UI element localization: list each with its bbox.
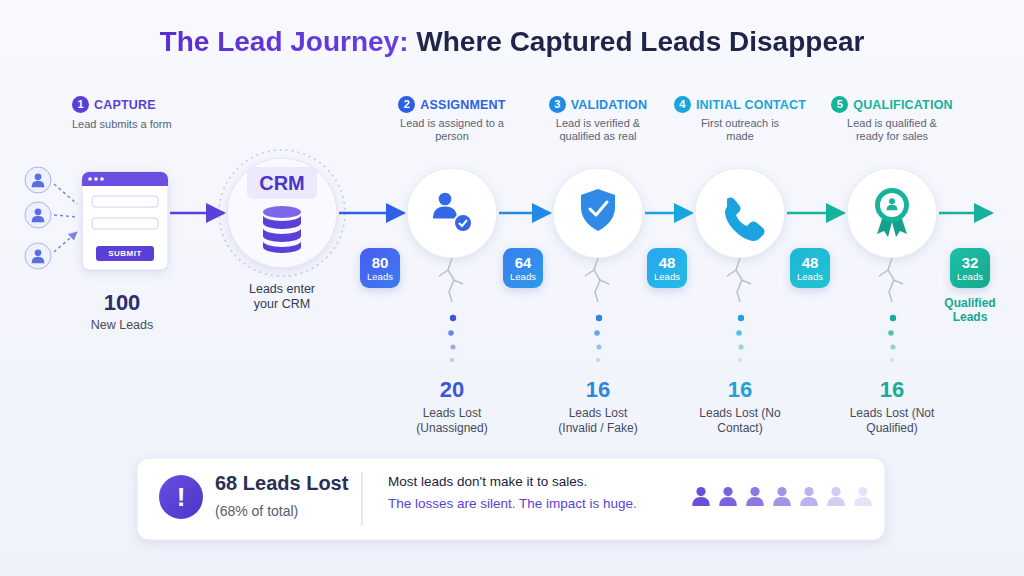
summary-panel-art — [137, 458, 885, 540]
step-description: Lead is assigned to a person — [397, 117, 507, 143]
loss-count: 100 — [62, 290, 182, 315]
crm-circle: CRM — [227, 158, 337, 268]
badge-count: 64 — [515, 255, 532, 271]
flow-arrow — [499, 212, 550, 215]
step-description: First outreach is made — [699, 117, 781, 143]
step-heading: 5 QUALIFICATION — [812, 96, 972, 113]
badge-unit: Leads — [654, 271, 680, 282]
summary-emphasis: The losses are silent. The impact is hug… — [388, 496, 637, 511]
step-number: 4 — [674, 96, 691, 113]
node-crm: CRM Leads enter your CRM — [227, 158, 337, 323]
step-number: 2 — [398, 96, 415, 113]
step-circle — [695, 168, 785, 258]
step-heading: 2 ASSIGNMENT — [372, 96, 532, 113]
summary-subtext: (68% of total) — [215, 503, 298, 519]
step-title: QUALIFICATION — [853, 98, 953, 112]
step-number: 5 — [831, 96, 848, 113]
count-badge: 80Leads — [360, 248, 400, 288]
step-description: Lead is verified & qualified as real — [543, 117, 653, 143]
node-badge: 64Leads — [497, 248, 549, 288]
step-number: 3 — [549, 96, 566, 113]
step-heading: 1 CAPTURE — [72, 96, 212, 113]
node-badge: 48Leads — [784, 248, 836, 288]
crm-database — [219, 150, 345, 276]
step-description: Lead submits a form — [72, 118, 212, 130]
phone-icon — [725, 198, 764, 241]
step-circles — [407, 168, 937, 258]
title-area: The Lead Journey: Where Captured Leads D… — [0, 26, 1024, 58]
assign-icon — [433, 193, 472, 232]
node-step: 5 QUALIFICATION Lead is qualified & ready … — [812, 96, 972, 258]
loss-count: 20 — [402, 377, 502, 402]
count-badge: 48Leads — [647, 248, 687, 288]
node-step: 2 ASSIGNMENT Lead is assigned to a person — [372, 96, 532, 258]
loss-caption: Leads Lost (No Contact) — [690, 406, 790, 436]
step-description: Lead is qualified & ready for sales — [837, 117, 947, 143]
node-badge: 48Leads — [641, 248, 693, 288]
loss-count: 16 — [690, 377, 790, 402]
summary-heading: 68 Leads Lost — [215, 472, 348, 495]
count-badge: 32Leads — [950, 248, 990, 288]
summary-note: Most leads don't make it to sales. — [388, 474, 587, 489]
loss-caption: New Leads — [62, 318, 182, 334]
loss-caption: Leads Lost (Unassigned) — [402, 406, 502, 436]
badge-count: 80 — [372, 255, 389, 271]
loss-count: 16 — [548, 377, 648, 402]
submit-button: SUBMIT — [96, 246, 154, 261]
step-circle — [407, 168, 497, 258]
loss-count: 16 — [842, 377, 942, 402]
flow-arrow — [170, 212, 224, 215]
crm-label: CRM — [247, 167, 317, 199]
award-icon — [875, 188, 909, 237]
node-step: 3 VALIDATION Lead is verified & qualified … — [518, 96, 678, 258]
leak-dots — [448, 315, 896, 362]
count-badge: 48Leads — [790, 248, 830, 288]
step-number: 1 — [72, 96, 89, 113]
step-title: ASSIGNMENT — [420, 98, 505, 112]
badge-count: 32 — [962, 255, 979, 271]
user-icons — [25, 167, 77, 269]
flow-arrow — [787, 212, 844, 215]
alert-mark: ! — [159, 475, 203, 519]
badge-unit: Leads — [797, 271, 823, 282]
qualified-caption: Qualified Leads — [935, 296, 1005, 324]
flow-arrow — [645, 212, 692, 215]
step-heading: 4 INITIAL CONTACT — [660, 96, 820, 113]
node-step: 4 INITIAL CONTACT First outreach is made — [660, 96, 820, 258]
crm-caption: Leads enter your CRM — [239, 282, 325, 312]
step-title: VALIDATION — [571, 98, 648, 112]
node-panel: 68 Leads Lost (68% of total) Most leads do… — [137, 458, 885, 540]
step-title: CAPTURE — [94, 98, 156, 112]
step-circle — [847, 168, 937, 258]
diagram-title: The Lead Journey: Where Captured Leads D… — [160, 26, 865, 58]
node-badge: 80Leads — [354, 248, 406, 288]
step-title: INITIAL CONTACT — [696, 98, 806, 112]
loss-caption: Leads Lost (Not Qualified) — [842, 406, 942, 436]
badge-unit: Leads — [510, 271, 536, 282]
step-circle — [553, 168, 643, 258]
badge-unit: Leads — [957, 271, 983, 282]
step-heading: 3 VALIDATION — [518, 96, 678, 113]
form-window — [82, 172, 168, 270]
node-badge: 32LeadsQualified Leads — [930, 248, 1010, 324]
exit-arrow — [939, 212, 992, 215]
flow-arrow — [339, 212, 404, 215]
form-shape: SUBMIT — [82, 172, 168, 270]
shield-icon — [581, 189, 615, 231]
node-bang: ! — [159, 475, 203, 519]
badge-count: 48 — [802, 255, 819, 271]
badge-unit: Leads — [367, 271, 393, 282]
badge-count: 48 — [659, 255, 676, 271]
count-badge: 64Leads — [503, 248, 543, 288]
node-form: 1 CAPTURE Lead submits a formSUBMIT — [72, 96, 212, 272]
loss-caption: Leads Lost (Invalid / Fake) — [548, 406, 648, 436]
